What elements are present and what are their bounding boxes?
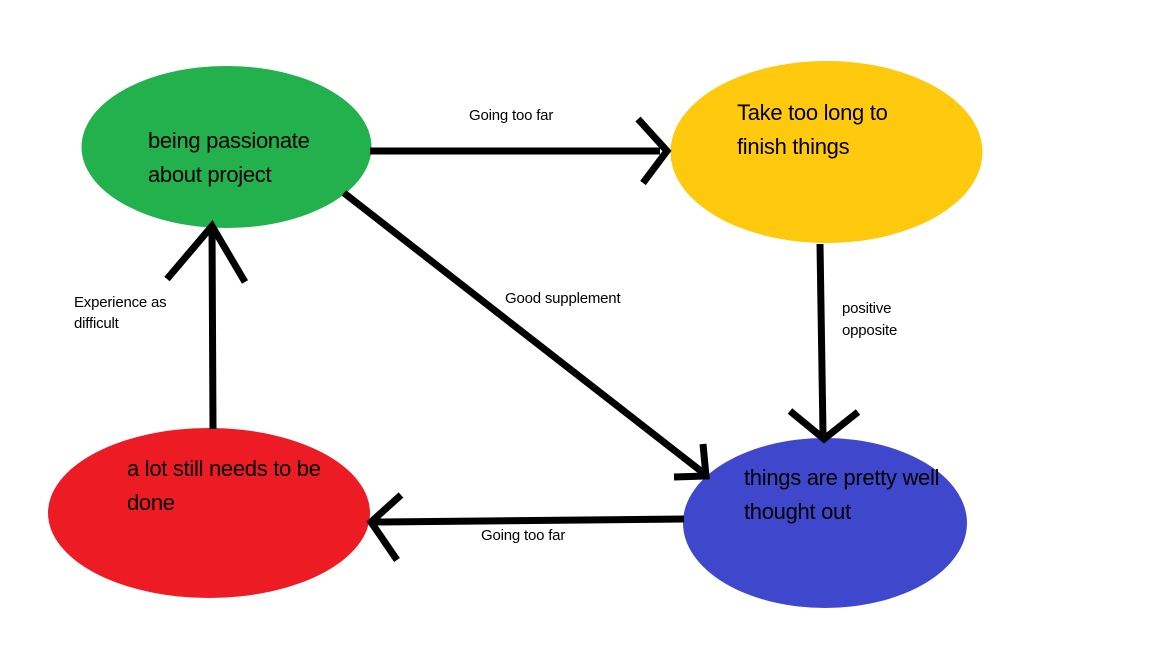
node-ellipse-needs-done: [48, 428, 370, 598]
edge-label-going-too-far-top: Going too far: [469, 107, 554, 124]
edge-passionate-to-thoughtout: [341, 190, 710, 481]
node-ellipse-well-thought-out: [683, 438, 967, 608]
edge-takelong-to-thoughtout: [787, 243, 861, 444]
node-label-take-too-long: Take too long to finish things: [737, 100, 888, 159]
edge-passionate-to-takelong: [370, 116, 672, 186]
edge-thoughtout-to-needsdone: [366, 492, 685, 562]
node-ellipse-being-passionate: [81, 66, 372, 228]
edge-label-positive-opposite: positive opposite: [842, 300, 898, 339]
edge-needsdone-to-passionate: [164, 219, 249, 430]
edge-label-good-supplement: Good supplement: [505, 290, 621, 307]
node-label-well-thought-out: things are pretty well thought out: [744, 465, 940, 524]
node-label-being-passionate: being passionate about project: [148, 128, 310, 187]
node-label-needs-done: a lot still needs to be done: [127, 456, 321, 515]
node-ellipse-take-too-long: [670, 61, 983, 243]
edge-label-experience-as-difficult: Experience as difficult: [74, 294, 167, 332]
edge-label-going-too-far-bottom: Going too far: [481, 527, 566, 544]
